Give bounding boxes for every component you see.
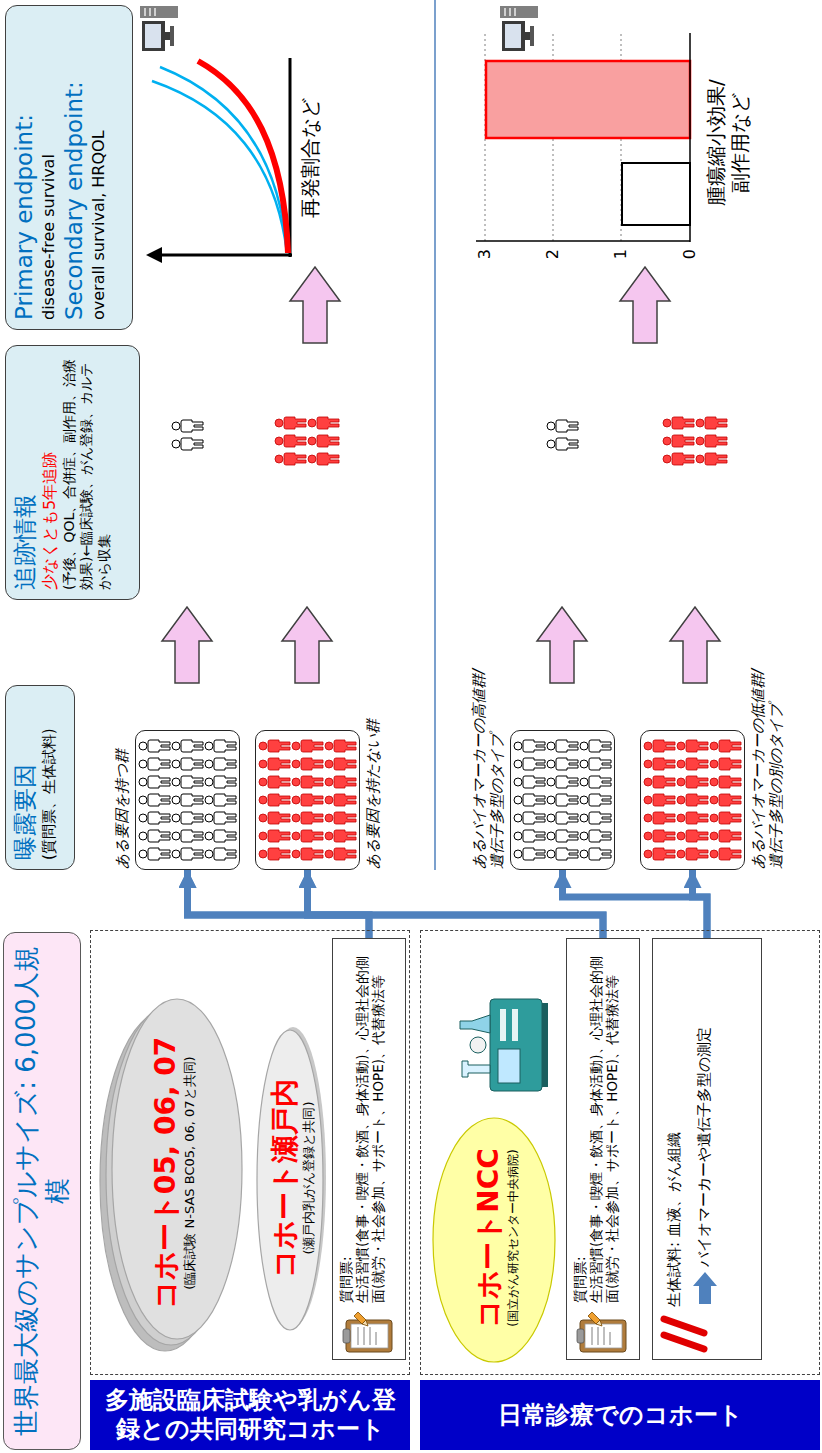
- node-text: disease-free survival: [39, 15, 60, 320]
- group-box: ある要因を持たない群: [255, 730, 360, 870]
- node-text: (質問票、生体試料): [40, 695, 60, 860]
- node-text: 追跡情報: [11, 355, 40, 590]
- connector-arrow: [188, 870, 370, 938]
- node-text: 生活習慣(食事・喫煙・飲酒、身体活動)、心理社会的側面(就労・社会参加、サポート…: [588, 947, 620, 1303]
- cohort-title: 日常診療でのコホート: [420, 1380, 820, 1450]
- exposure-header: 曝露要因(質問票、生体試料): [5, 685, 75, 870]
- cohort-panel: 日常診療でのコホートコホートNCC(国立がん研究センター中央病院)質問票:生活習…: [420, 930, 820, 1450]
- connector-arrow: [308, 870, 370, 938]
- node-text: 質問票:: [338, 947, 354, 1303]
- node-text: (臨床試験 N-SAS BC05, 06, 07と共同): [182, 1056, 199, 1289]
- node-text: コホート05, 06, 07: [149, 1037, 183, 1310]
- node-text: あるバイオマーカーの高値群/ 遺伝子多型のタイプ: [470, 657, 506, 869]
- connector-arrow: [693, 870, 708, 938]
- node-text: 生活習慣(食事・喫煙・飲酒、身体活動)、心理社会的側面(就労・社会参加、サポート…: [354, 947, 386, 1303]
- node-text: (国立がん研究センター中央病院): [506, 1149, 522, 1326]
- node-text: 質問票:: [572, 947, 588, 1303]
- cohort-panel: 多施設臨床試験や乳がん登録との共同研究コホート コホート05, 06, 07(臨床…: [90, 930, 410, 1450]
- endpoint-box: Primary endpoint:disease-free survivalSe…: [5, 5, 133, 330]
- cohort-ellipse: コホート瀬戸内(瀬戸内乳がん登録と共同): [252, 1025, 328, 1335]
- node-text: ある要因を持つ群: [113, 657, 131, 869]
- connector-arrow: [308, 870, 604, 938]
- tick-number: 2: [543, 249, 562, 277]
- node-text: 少なくとも5年追跡: [40, 355, 61, 590]
- node-text: コホート瀬戸内: [268, 1079, 302, 1278]
- group-box: あるバイオマーカーの低値群/ 遺伝子多型の別のタイプ: [640, 730, 745, 870]
- node-text: バイオマーカーや遺伝子多型の測定: [695, 947, 715, 1267]
- cohort-ellipse: コホートNCC(国立がん研究センター中央病院): [430, 1115, 558, 1365]
- node-text: overall survival, HRQOL: [89, 15, 110, 320]
- axis-label: 再発割合など: [298, 83, 322, 233]
- node-text: コホートNCC: [472, 1148, 506, 1328]
- node-text: ある要因を持たない群: [364, 657, 382, 869]
- node-text: (瀬戸内乳がん登録と共同): [301, 1101, 318, 1254]
- title-box: 世界最大級のサンプルサイズ: 6,000人規模: [3, 932, 81, 1450]
- biosample-box: 生体試料: 血液、がん組織バイオマーカーや遺伝子多型の測定: [652, 938, 762, 1360]
- followup-header: 追跡情報少なくとも5年追跡(予後、QOL、合併症、副作用、治療効果)←臨床試験、…: [5, 345, 140, 600]
- axis-label: 腫瘍縮小効果/ 副作用など: [704, 75, 752, 210]
- tick-number: 0: [680, 249, 699, 277]
- node-text: 曝露要因: [11, 695, 40, 860]
- node-text: Secondary endpoint:: [61, 15, 89, 320]
- questionnaire-box: 質問票:生活習慣(食事・喫煙・飲酒、身体活動)、心理社会的側面(就労・社会参加、…: [332, 938, 406, 1360]
- tick-number: 1: [611, 249, 630, 277]
- node-text: あるバイオマーカーの低値群/ 遺伝子多型の別のタイプ: [749, 657, 785, 869]
- group-box: あるバイオマーカーの高値群/ 遺伝子多型のタイプ: [510, 730, 615, 870]
- questionnaire-box: 質問票:生活習慣(食事・喫煙・飲酒、身体活動)、心理社会的側面(就労・社会参加、…: [566, 938, 640, 1360]
- cohort-ellipse: コホート05, 06, 07(臨床試験 N-SAS BC05, 06, 07と共…: [96, 995, 246, 1355]
- node-text: 世界最大級のサンプルサイズ: 6,000人規模: [11, 943, 73, 1439]
- tick-number: 3: [475, 249, 494, 277]
- node-text: (予後、QOL、合併症、副作用、治療効果)←臨床試験、がん登録、カルテから収集: [61, 355, 114, 590]
- node-text: 生体試料: 血液、がん組織: [665, 947, 685, 1307]
- cohort-title: 多施設臨床試験や乳がん登録との共同研究コホート: [90, 1380, 410, 1450]
- connector-arrow: [188, 870, 604, 938]
- group-box: ある要因を持つ群: [135, 730, 240, 870]
- connector-arrow: [563, 870, 708, 938]
- node-text: Primary endpoint:: [11, 15, 39, 320]
